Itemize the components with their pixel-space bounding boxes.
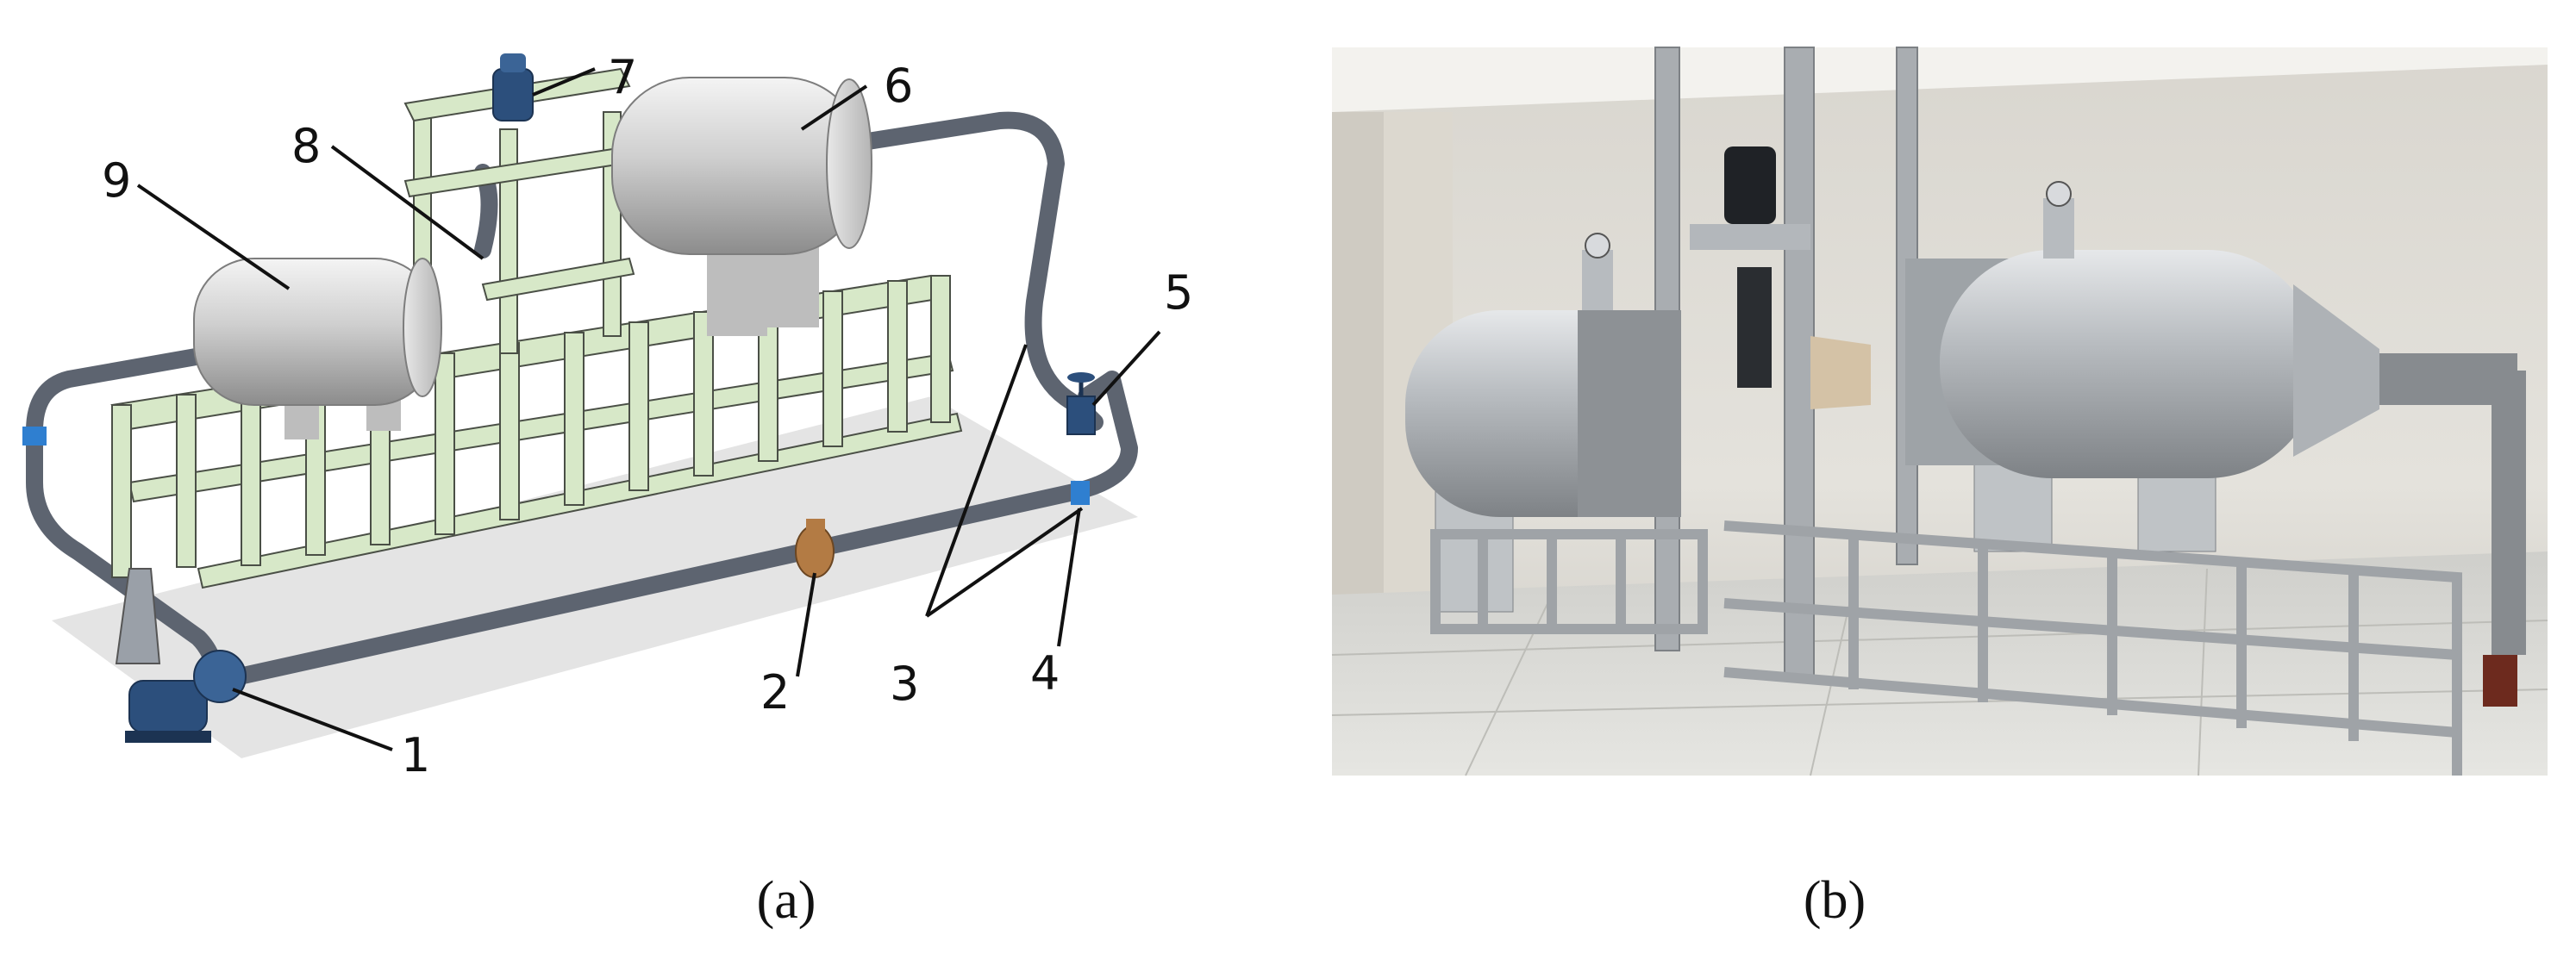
ground-shadow [52, 396, 1138, 758]
tank-9 [193, 258, 442, 439]
leader-1 [232, 688, 393, 751]
leader-6 [800, 84, 868, 131]
panel-b-caption: (b) [1803, 871, 1866, 930]
callout-3: 3 [890, 657, 919, 711]
schematic-drawing: 1 2 3 4 5 6 7 8 9 [22, 50, 1193, 782]
callout-4: 4 [1030, 646, 1060, 701]
leader-7 [532, 67, 596, 97]
photo-base-frame [1430, 520, 2462, 776]
callout-6: 6 [884, 59, 913, 113]
callout-1: 1 [401, 728, 430, 782]
callout-5: 5 [1164, 265, 1193, 320]
pump-stand [115, 568, 161, 664]
leader-8 [330, 145, 485, 260]
pipe-coupling-left [22, 427, 47, 446]
leader-5 [1091, 330, 1161, 407]
motor-7 [492, 53, 534, 122]
panel-a-caption: (a) [756, 871, 816, 930]
callout-8: 8 [291, 119, 321, 173]
photo-right-tank [1905, 181, 2526, 707]
leader-9 [136, 184, 291, 290]
pipe-loop [26, 111, 1138, 689]
pipe-coupling-right [1071, 481, 1090, 505]
tank-6 [611, 77, 872, 336]
photo-left-tank [1405, 233, 1681, 613]
leader-3a [925, 344, 1028, 617]
photo-ceiling [1332, 47, 2548, 112]
rig-photograph [1331, 47, 2548, 776]
callout-2: 2 [760, 665, 790, 720]
leader-2 [796, 572, 816, 677]
leader-3b [925, 507, 1084, 618]
photo-left-wall [1332, 112, 1384, 595]
callout-9: 9 [102, 153, 131, 208]
callout-7: 7 [608, 50, 637, 104]
leader-4 [1057, 508, 1081, 647]
photo-central-motor [1690, 146, 1871, 409]
valve-5 [1066, 372, 1096, 435]
leader-lines [136, 67, 1161, 751]
